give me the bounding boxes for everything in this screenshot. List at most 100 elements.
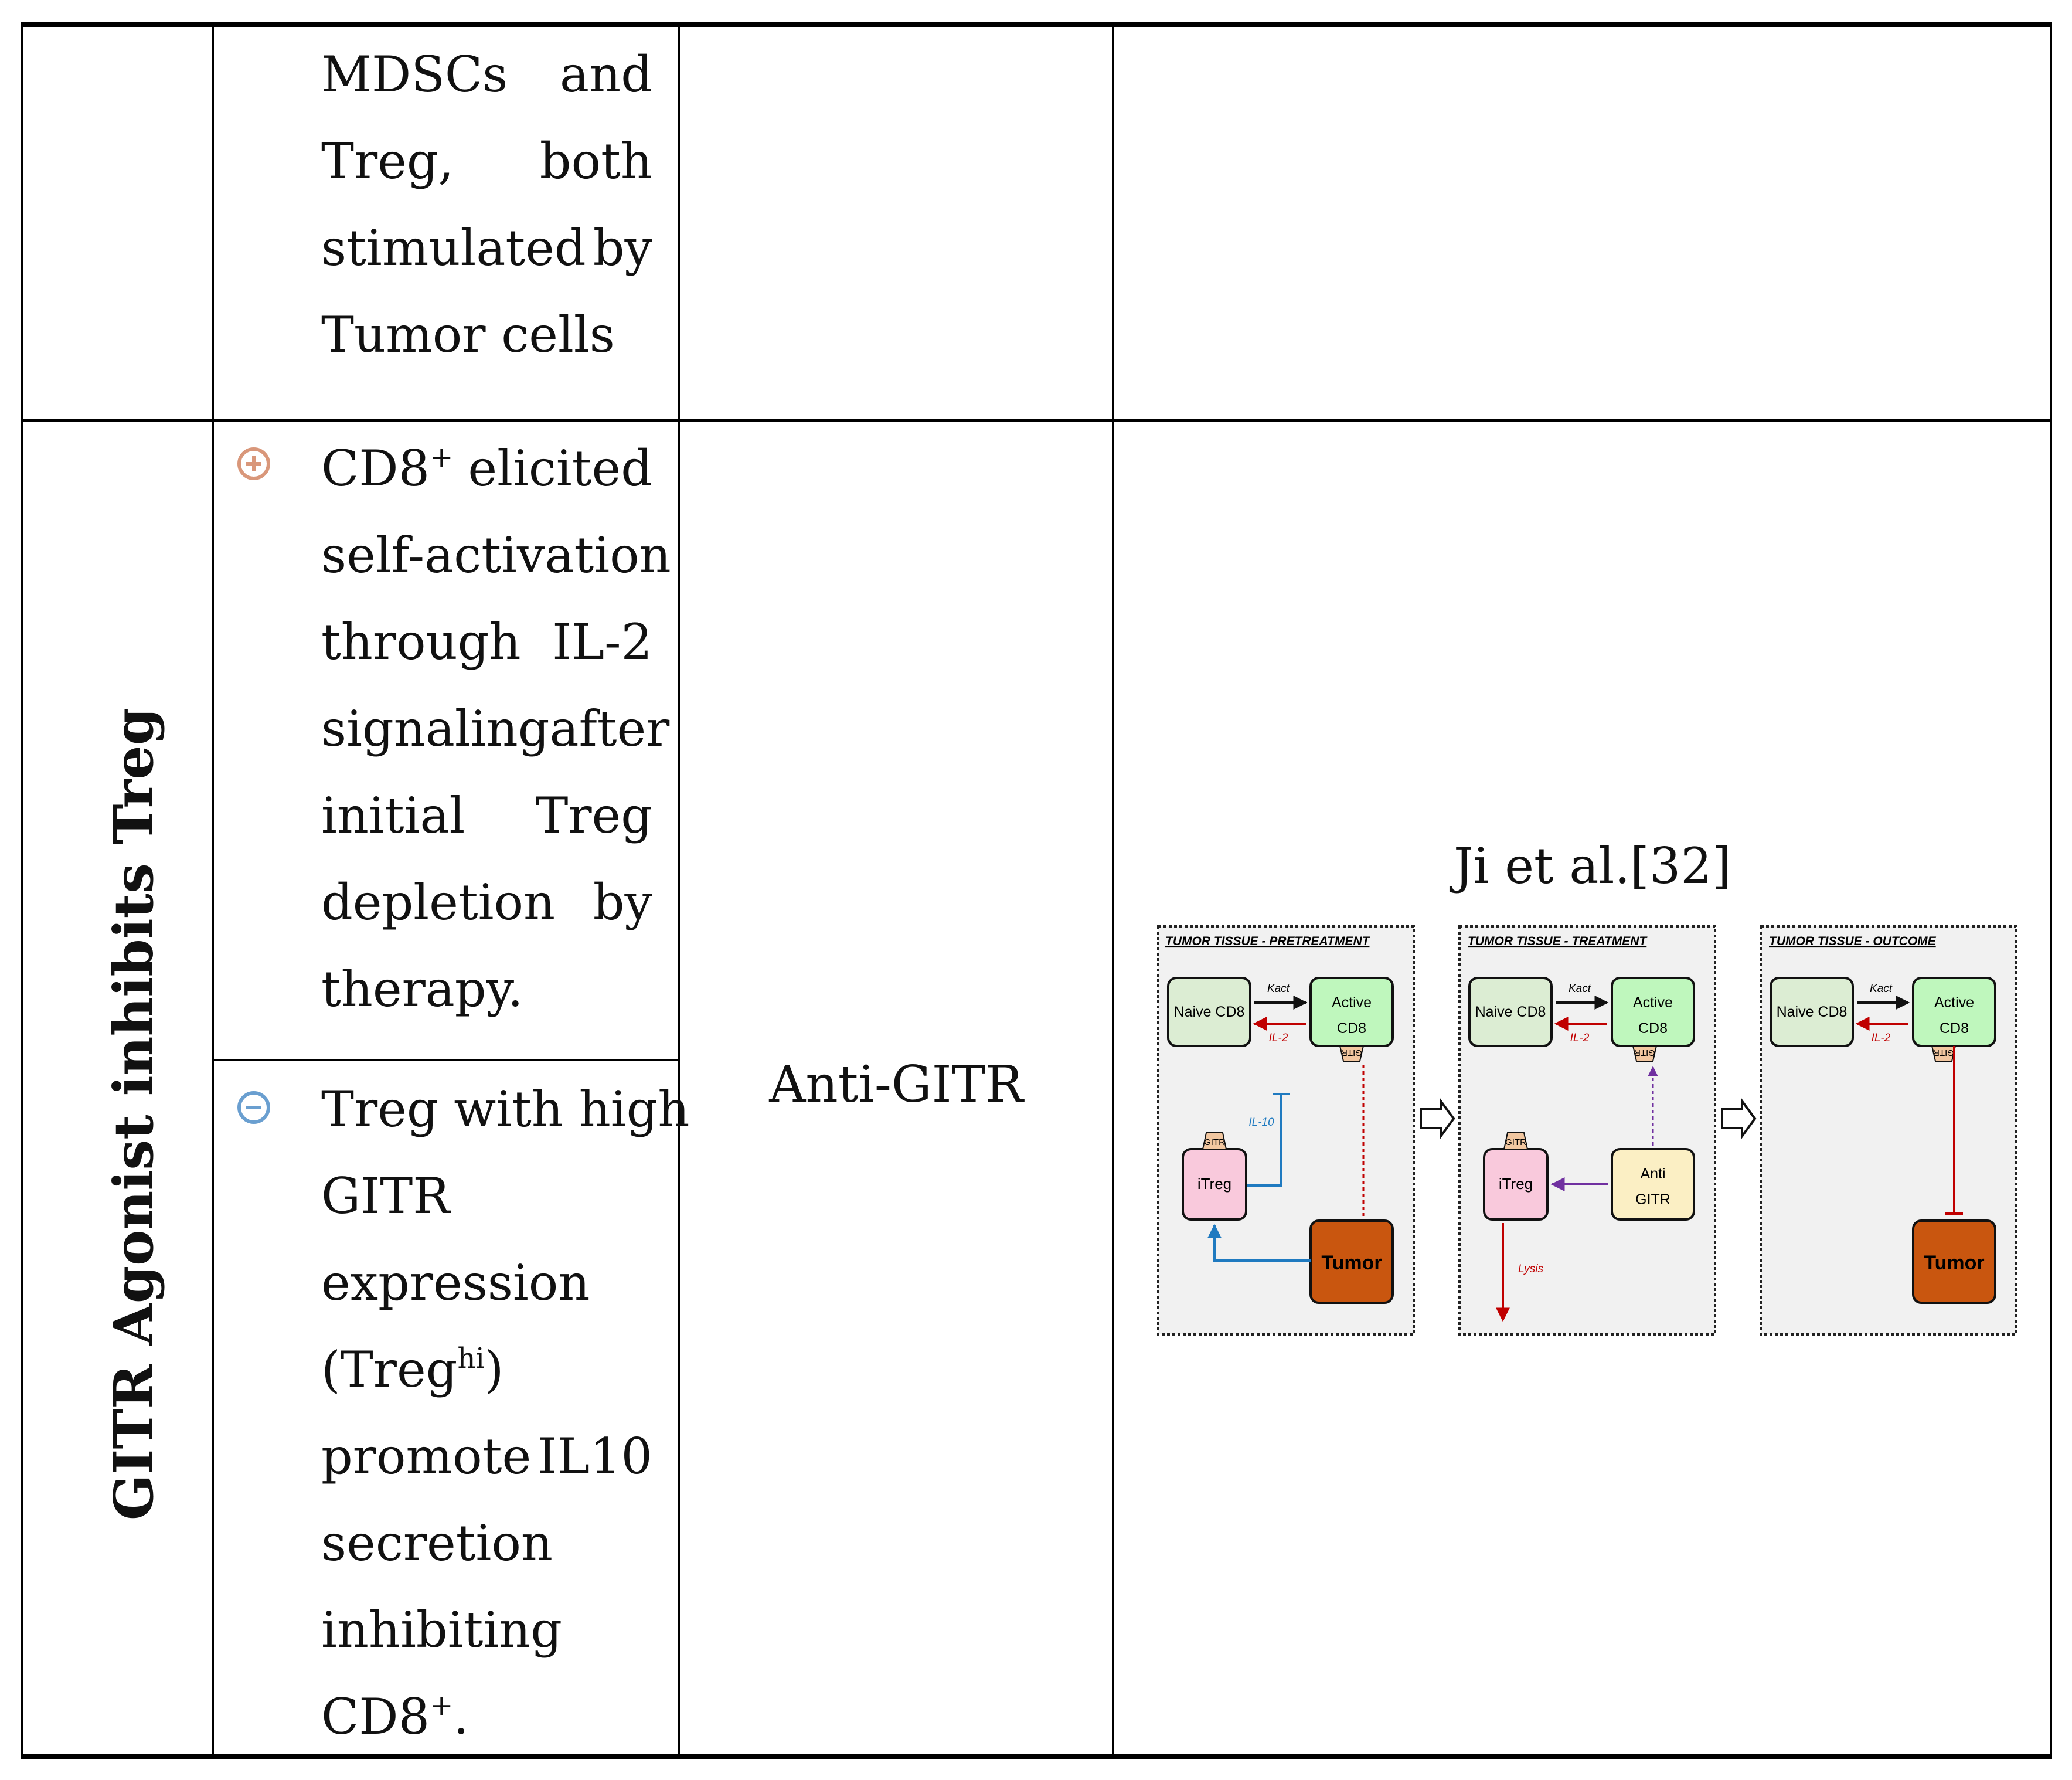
word: after bbox=[549, 700, 670, 757]
tumor-label: Tumor bbox=[1321, 1252, 1382, 1274]
il2-label: IL-2 bbox=[1570, 1032, 1590, 1044]
gitr-label: GITR bbox=[1933, 1048, 1954, 1058]
text-line: through IL-2 bbox=[321, 599, 652, 685]
lysis-label: Lysis bbox=[1518, 1263, 1543, 1275]
naive-cd8-node bbox=[1770, 977, 1854, 1047]
right-arrow-icon bbox=[1420, 1097, 1455, 1140]
text-line: expression bbox=[321, 1254, 590, 1312]
gitr-receptor bbox=[1503, 1132, 1529, 1150]
itreg-label: iTreg bbox=[1197, 1175, 1231, 1193]
tumor-node bbox=[1912, 1219, 1996, 1304]
naive-cd8-label: Naive CD8 bbox=[1475, 1004, 1546, 1020]
word: both bbox=[539, 133, 652, 190]
il2-label: IL-2 bbox=[1872, 1032, 1891, 1044]
text-line: CD8+elicited bbox=[321, 425, 652, 512]
anti-gitr-label: Anti bbox=[1640, 1166, 1665, 1182]
panel-title: TUMOR TISSUE - OUTCOME bbox=[1769, 935, 1937, 948]
active-cd8-label: Active bbox=[1633, 994, 1673, 1011]
kact-label: Kact bbox=[1870, 983, 1893, 995]
word: MDSCs bbox=[321, 46, 508, 103]
text-line: CD8+. bbox=[321, 1688, 469, 1745]
panel-treatment: TUMOR TISSUE - TREATMENT Naive CD8 Activ… bbox=[1458, 925, 1716, 1336]
il2-label: IL-2 bbox=[1269, 1032, 1288, 1044]
anti-gitr-label: GITR bbox=[1635, 1191, 1670, 1208]
finding-positive-text: CD8+elicited self-activation through IL-2… bbox=[321, 425, 671, 1032]
active-cd8-label: CD8 bbox=[1337, 1020, 1366, 1037]
word: promote bbox=[321, 1428, 532, 1485]
tumor-to-itreg-arrow bbox=[1207, 1224, 1311, 1262]
text-line: (Treghi) bbox=[321, 1341, 504, 1398]
naive-cd8-label: Naive CD8 bbox=[1777, 1004, 1848, 1020]
therapy-label: Anti-GITR bbox=[769, 1055, 1023, 1114]
text-line: secretion bbox=[321, 1514, 553, 1572]
word: by bbox=[593, 874, 652, 931]
text-line: initial Treg bbox=[321, 772, 652, 859]
word: IL10 bbox=[537, 1428, 652, 1485]
word: signaling bbox=[321, 700, 550, 757]
naive-cd8-node bbox=[1468, 977, 1553, 1047]
kact-label: Kact bbox=[1267, 983, 1290, 995]
text-line: depletion by bbox=[321, 859, 652, 946]
gitr-mechanism-diagram: TUMOR TISSUE - PRETREATMENT Naive CD8 Ac… bbox=[1154, 920, 2021, 1337]
anti-gitr-node bbox=[1611, 1148, 1695, 1221]
word: stimulated bbox=[321, 219, 586, 277]
text-line: Treg, both bbox=[321, 118, 652, 205]
panel-pretreatment: TUMOR TISSUE - PRETREATMENT Naive CD8 Ac… bbox=[1157, 925, 1415, 1336]
minus-circle-icon bbox=[237, 1091, 270, 1124]
gitr-receptor bbox=[1339, 1045, 1365, 1062]
category-label: GITR Agonist inhibits Treg bbox=[102, 707, 165, 1521]
naive-cd8-node bbox=[1167, 977, 1251, 1047]
plus-circle-icon bbox=[237, 447, 270, 480]
gitr-label: GITR bbox=[1341, 1048, 1362, 1058]
itreg-label: iTreg bbox=[1499, 1175, 1533, 1193]
word: Treg, bbox=[321, 133, 454, 190]
word: through bbox=[321, 613, 521, 671]
word: by bbox=[593, 219, 652, 277]
gitr-label: GITR bbox=[1634, 1048, 1655, 1058]
active-cd8-label: CD8 bbox=[1638, 1020, 1668, 1037]
table-top-rule bbox=[21, 22, 2052, 27]
word: IL-2 bbox=[552, 613, 652, 671]
text-line: inhibiting bbox=[321, 1601, 563, 1659]
text-line: MDSCs and bbox=[321, 31, 652, 118]
active-cd8-label: Active bbox=[1934, 994, 1974, 1011]
kact-label: Kact bbox=[1569, 983, 1591, 995]
panel-title: TUMOR TISSUE - TREATMENT bbox=[1468, 935, 1648, 948]
tumor-label: Tumor bbox=[1924, 1252, 1984, 1274]
word: CD8+ bbox=[321, 440, 454, 497]
table-left-border bbox=[21, 22, 23, 1759]
right-arrow-icon bbox=[1721, 1097, 1757, 1140]
text-line: self-activation bbox=[321, 526, 671, 584]
panel-outcome: TUMOR TISSUE - OUTCOME Naive CD8 Active … bbox=[1760, 925, 2017, 1336]
gitr-receptor bbox=[1632, 1045, 1658, 1062]
gitr-label: GITR bbox=[1204, 1137, 1225, 1147]
finding-negative-text: Treg with high GITR expression (Treghi) … bbox=[321, 1066, 690, 1760]
column-divider-1 bbox=[212, 22, 214, 1759]
text-line: Treg with high bbox=[321, 1081, 690, 1138]
gitr-receptor bbox=[1202, 1132, 1227, 1150]
word: elicited bbox=[468, 440, 652, 497]
row-divider bbox=[21, 419, 2052, 422]
panel-title: TUMOR TISSUE - PRETREATMENT bbox=[1165, 935, 1371, 948]
text-line: Tumor cells bbox=[321, 306, 615, 364]
il10-inhibition bbox=[1247, 1094, 1282, 1187]
word: depletion bbox=[321, 874, 556, 931]
column-divider-2 bbox=[678, 22, 680, 1759]
word: and bbox=[560, 46, 652, 103]
table-right-border bbox=[2050, 22, 2052, 1759]
active-cd8-label: CD8 bbox=[1940, 1020, 1969, 1037]
text-line: GITR bbox=[321, 1167, 450, 1225]
naive-cd8-label: Naive CD8 bbox=[1174, 1004, 1245, 1020]
word: initial bbox=[321, 787, 465, 844]
finding-divider bbox=[212, 1059, 679, 1061]
gitr-label: GITR bbox=[1505, 1137, 1526, 1147]
word: Treg bbox=[535, 787, 652, 844]
table-bottom-rule bbox=[21, 1754, 2052, 1759]
text-line: therapy. bbox=[321, 960, 523, 1018]
column-divider-3 bbox=[1112, 22, 1114, 1759]
active-cd8-label: Active bbox=[1332, 994, 1372, 1011]
